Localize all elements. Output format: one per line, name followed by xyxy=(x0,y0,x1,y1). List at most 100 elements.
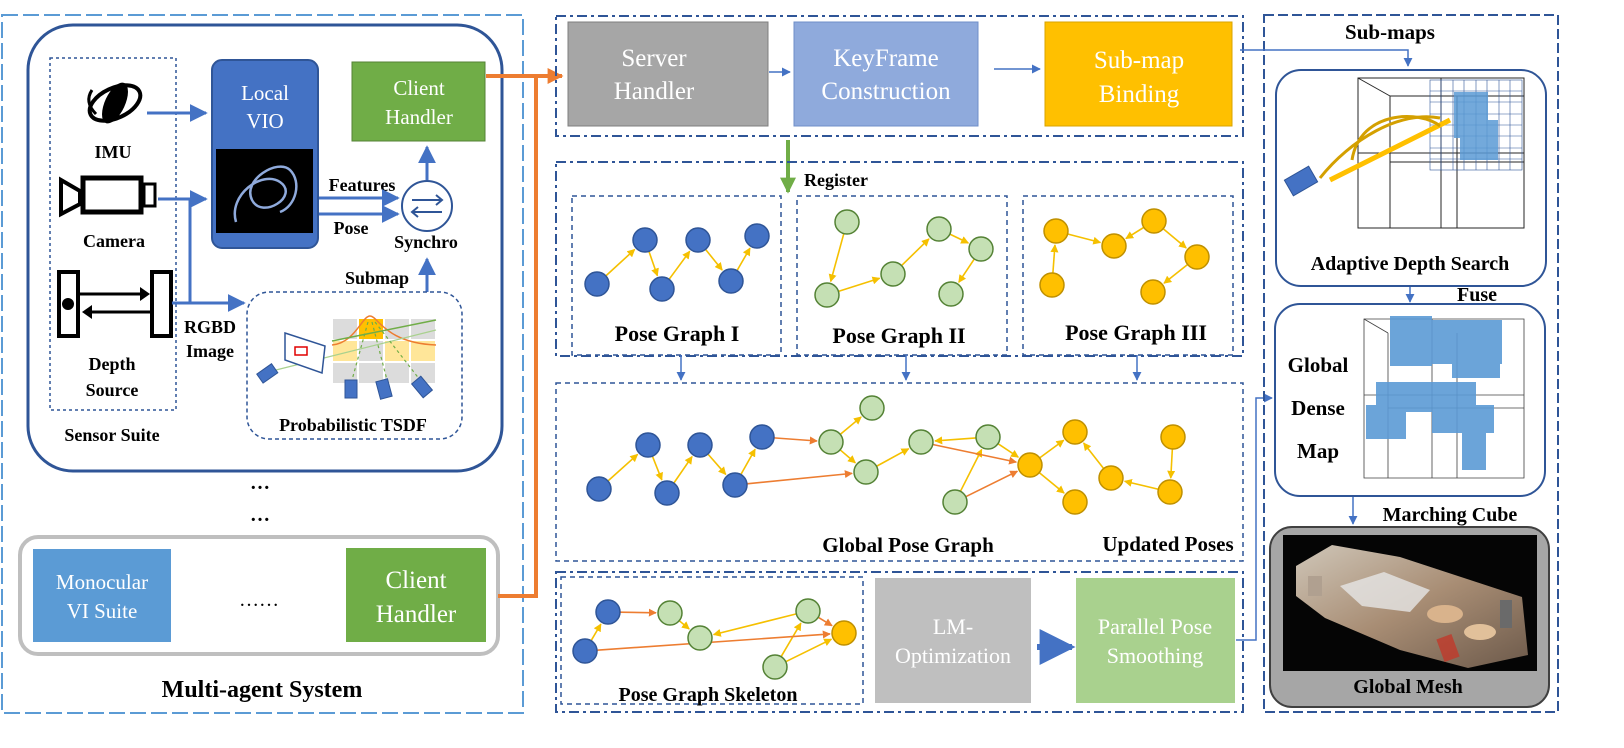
pose-graph-skeleton-node xyxy=(595,599,621,625)
global-pose-graph-edge xyxy=(1167,448,1176,479)
svg-text:Sub-map: Sub-map xyxy=(1094,47,1184,74)
global-pose-graph-edge xyxy=(1038,472,1065,494)
pose-graph-skeleton-node xyxy=(572,638,598,664)
pose-graph-skeleton-edge xyxy=(712,613,797,637)
global-dense-label-3: Map xyxy=(1297,439,1339,463)
updated-poses-label: Updated Poses xyxy=(1102,532,1233,556)
global-pose-graph-node xyxy=(687,432,713,458)
sensor-suite-label: Sensor Suite xyxy=(64,425,159,445)
pose-graph-2-graph xyxy=(814,209,994,308)
pose-graph-skeleton-edge xyxy=(596,630,831,651)
global-pose-graph-edge xyxy=(839,416,862,435)
pose-graph-1-node xyxy=(685,227,711,253)
svg-text:Client: Client xyxy=(393,76,444,100)
submaps-label: Sub-maps xyxy=(1345,20,1435,44)
client-to-server-arrow xyxy=(486,68,564,598)
pose-graph-skeleton-edge xyxy=(619,608,657,617)
global-pose-graph-node xyxy=(586,476,612,502)
pose-graph-1-node xyxy=(649,276,675,302)
pose-graph-1-node xyxy=(718,268,744,294)
global-pose-graph-label: Global Pose Graph xyxy=(822,533,994,557)
pose-graph-skeleton-box xyxy=(560,576,864,705)
pose-graph-skeleton-node xyxy=(795,598,821,624)
global-pose-graph-node xyxy=(975,424,1001,450)
pose-graph-2-edge xyxy=(958,258,976,284)
pose-graph-skeleton-edge xyxy=(817,616,833,627)
global-pose-graph-edge xyxy=(1039,439,1065,459)
pose-graph-1-box xyxy=(571,195,782,356)
multi-agent-title: Multi-agent System xyxy=(162,677,363,703)
agent-ellipsis: …… xyxy=(239,589,279,611)
multi-agent-panel: IMU Camera Depth Source Sensor Suite Loc… xyxy=(1,14,524,714)
pose-graph-1-graph xyxy=(584,223,770,302)
pose-graph-3-graph xyxy=(1039,208,1210,305)
pose-graph-1-edge xyxy=(736,247,751,272)
mapping-panel: Sub-maps Adaptive Depth Search Fuse xyxy=(1240,14,1559,713)
pose-graph-skeleton-graph xyxy=(572,598,857,680)
local-vio-box: Local VIO xyxy=(211,59,319,249)
pose-graph-1-node xyxy=(584,271,610,297)
pose-graph-3-node xyxy=(1043,218,1069,244)
keyframe-construction-box: KeyFrame Construction xyxy=(793,21,979,127)
pose-graph-1-edge xyxy=(648,251,659,277)
synchro-label: Synchro xyxy=(394,232,458,252)
global-pose-graph-node xyxy=(818,429,844,455)
camera-icon xyxy=(59,175,157,218)
pose-graph-1-node xyxy=(632,227,658,253)
server-handler-box: Server Handler xyxy=(567,21,769,127)
client-handler-2-box: Client Handler xyxy=(346,548,486,642)
global-pose-graph-edge xyxy=(934,436,977,445)
global-dense-map-box xyxy=(1274,303,1546,497)
features-label: Features xyxy=(329,175,396,195)
svg-text:Parallel Pose: Parallel Pose xyxy=(1098,614,1212,639)
global-pose-graph-node xyxy=(1160,424,1186,450)
pose-graph-skeleton-edge xyxy=(780,622,802,658)
pose-graph-3-edge xyxy=(1162,228,1187,249)
pose-graph-3-edge xyxy=(1163,263,1189,284)
server-panel: Server Handler KeyFrame Construction Sub… xyxy=(555,15,1273,713)
svg-text:Optimization: Optimization xyxy=(895,643,1011,668)
pose-graph-2-label: Pose Graph II xyxy=(832,323,965,348)
global-pose-graph-edge xyxy=(740,448,756,475)
dense-map-voxels xyxy=(1366,316,1502,470)
pose-graph-skeleton-node xyxy=(762,654,788,680)
imu-label: IMU xyxy=(95,142,132,162)
global-pose-graph-node xyxy=(1157,479,1183,505)
pose-graph-2-node xyxy=(926,216,952,242)
global-pose-graph-node xyxy=(654,480,680,506)
global-pose-graph-edge xyxy=(1123,479,1159,491)
pose-graph-3-edge xyxy=(1050,244,1059,274)
global-pose-graph-edge xyxy=(773,436,818,445)
pose-graph-2-node xyxy=(814,282,840,308)
pose-graph-2-edge xyxy=(901,238,930,267)
pose-graph-3-node xyxy=(1140,279,1166,305)
pose-graph-3-edge xyxy=(1067,233,1102,245)
pose-graph-2-node xyxy=(880,261,906,287)
global-pose-graph-node xyxy=(1098,465,1124,491)
global-pose-graph-node xyxy=(635,432,661,458)
global-pose-graph-node xyxy=(1017,452,1043,478)
ellipsis-2: … xyxy=(250,504,270,526)
camera-label: Camera xyxy=(83,231,145,251)
global-pose-graph-node xyxy=(942,489,968,515)
depth-label-2: Source xyxy=(86,380,139,400)
global-pose-graph-edge xyxy=(959,448,983,492)
rgbd-label-2: Image xyxy=(186,341,234,361)
fuse-label: Fuse xyxy=(1457,284,1497,306)
probabilistic-tsdf-box: Probabilistic TSDF xyxy=(246,291,463,440)
svg-text:Server: Server xyxy=(621,45,687,72)
svg-text:Probabilistic TSDF: Probabilistic TSDF xyxy=(279,415,427,435)
svg-text:LM-: LM- xyxy=(933,614,973,639)
sensor-suite-group xyxy=(26,23,504,473)
pose-graph-1-node xyxy=(744,223,770,249)
pose-graph-1-edge xyxy=(668,250,691,280)
global-pose-graph-node xyxy=(853,459,879,485)
pose-graph-skeleton-edge xyxy=(678,620,690,630)
adaptive-depth-label: Adaptive Depth Search xyxy=(1311,253,1510,275)
global-dense-label-1: Global xyxy=(1288,353,1349,377)
global-pose-graph-edge xyxy=(673,455,693,484)
depth-label-1: Depth xyxy=(88,354,135,374)
svg-text:VI Suite: VI Suite xyxy=(67,599,138,623)
pose-label: Pose xyxy=(334,218,369,238)
global-pose-graph-node xyxy=(1062,419,1088,445)
